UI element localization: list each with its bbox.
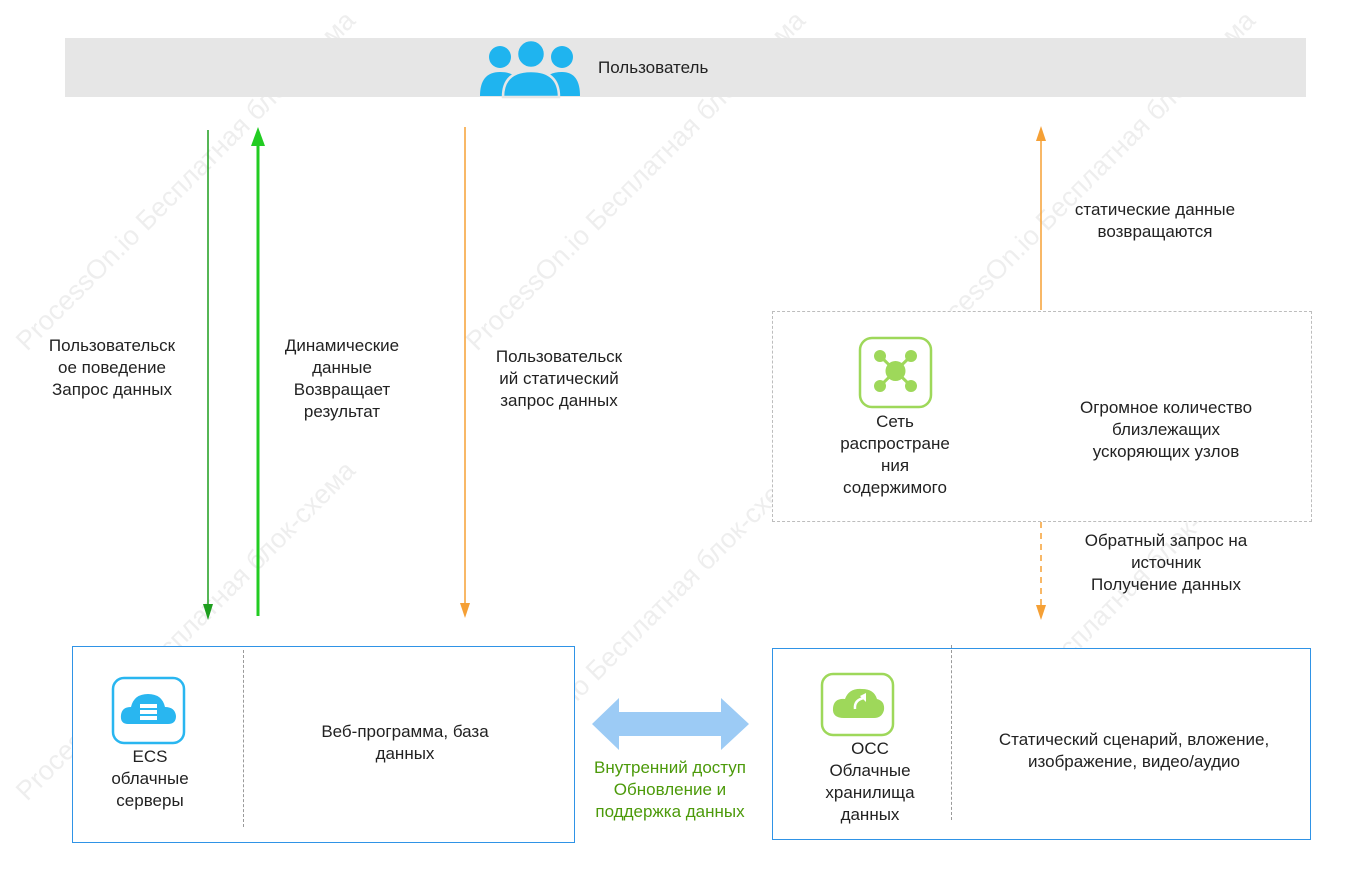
user-label: Пользователь <box>598 58 709 77</box>
oss-divider <box>951 645 952 820</box>
cdn-description: Огромное количество близлежащих ускоряющ… <box>1079 398 1253 461</box>
user-bar <box>65 38 1306 97</box>
ecs-label: ECS облачные серверы <box>111 747 189 810</box>
ecs-description: Веб-программа, база данных <box>321 722 489 763</box>
oss-description: Статический сценарий, вложение, изображе… <box>998 730 1270 771</box>
static-return-arrow <box>1036 126 1046 310</box>
user-request-label: Пользовательск ое поведение Запрос данны… <box>48 336 176 399</box>
static-return-label: статические данные возвращаются <box>1074 200 1236 241</box>
origin-pull-arrow <box>1036 522 1046 620</box>
internal-access-arrow <box>592 698 749 750</box>
static-request-label: Пользовательск ий статический запрос дан… <box>495 347 623 410</box>
cdn-label: Сеть распростране ния содержимого <box>840 412 950 497</box>
internal-access-label: Внутренний доступ Обновление и поддержка… <box>594 758 746 821</box>
static-request-arrow <box>460 127 470 618</box>
user-request-arrow <box>203 130 213 620</box>
oss-label: OCC Облачные хранилища данных <box>825 739 915 824</box>
ecs-divider <box>243 650 244 827</box>
origin-pull-label: Обратный запрос на источник Получение да… <box>1084 531 1248 594</box>
dynamic-return-label: Динамические данные Возвращает результат <box>284 336 400 421</box>
